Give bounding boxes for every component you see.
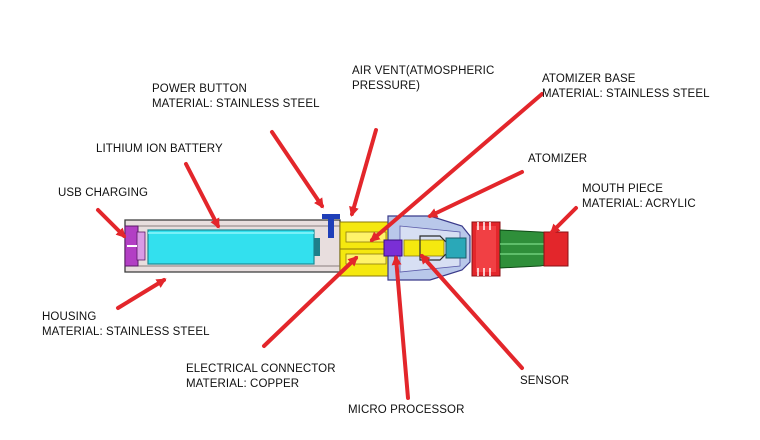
label-atomizer-base-line2: MATERIAL: STAINLESS STEEL <box>542 88 710 100</box>
label-atomizer-line1: ATOMIZER <box>528 153 588 165</box>
label-micro-processor: MICRO PROCESSOR <box>348 403 465 418</box>
label-mouth-piece: MOUTH PIECE MATERIAL: ACRYLIC <box>582 182 696 212</box>
label-power-button-line1: POWER BUTTON <box>152 83 247 95</box>
arrow-housing <box>116 278 167 310</box>
label-usb-charging: USB CHARGING <box>58 186 148 201</box>
label-atomizer-base: ATOMIZER BASE MATERIAL: STAINLESS STEEL <box>542 72 710 102</box>
label-electrical-connector: ELECTRICAL CONNECTOR MATERIAL: COPPER <box>186 362 336 392</box>
lithium-ion-battery <box>147 229 315 265</box>
label-power-button-line2: MATERIAL: STAINLESS STEEL <box>152 98 320 110</box>
label-atomizer: ATOMIZER <box>528 152 587 167</box>
usb-charging-port <box>124 225 146 267</box>
label-electrical-connector-line2: MATERIAL: COPPER <box>186 378 300 390</box>
label-micro-processor-line1: MICRO PROCESSOR <box>348 404 465 416</box>
label-electrical-connector-line1: ELECTRICAL CONNECTOR <box>186 363 336 375</box>
label-housing-line1: HOUSING <box>42 311 97 323</box>
arrow-lithium-battery <box>184 162 220 229</box>
arrow-atomizer <box>427 170 524 218</box>
arrow-electrical-connector <box>262 255 359 348</box>
pointer-arrows <box>96 92 578 400</box>
label-lithium-battery-line1: LITHIUM ION BATTERY <box>96 143 223 155</box>
arrow-power-button <box>270 130 324 209</box>
arrow-micro-processor <box>391 255 410 400</box>
label-sensor-line1: SENSOR <box>520 375 570 387</box>
label-air-vent-line1: AIR VENT(ATMOSPHERIC <box>352 65 495 77</box>
label-air-vent-line2: PRESSURE) <box>352 80 420 92</box>
arrow-usb-charging <box>96 208 127 239</box>
label-sensor: SENSOR <box>520 374 569 389</box>
label-atomizer-base-line1: ATOMIZER BASE <box>542 73 636 85</box>
micro-processor <box>383 239 403 257</box>
label-usb-charging-line1: USB CHARGING <box>58 187 149 199</box>
arrow-air-vent <box>349 128 378 217</box>
label-lithium-battery: LITHIUM ION BATTERY <box>96 142 223 157</box>
label-mouth-piece-line1: MOUTH PIECE <box>582 183 663 195</box>
device-body <box>124 214 569 281</box>
label-housing-line2: MATERIAL: STAINLESS STEEL <box>42 326 210 338</box>
arrow-mouth-piece <box>549 206 578 235</box>
label-power-button: POWER BUTTON MATERIAL: STAINLESS STEEL <box>152 82 320 112</box>
label-mouth-piece-line2: MATERIAL: ACRYLIC <box>582 198 696 210</box>
label-air-vent: AIR VENT(ATMOSPHERIC PRESSURE) <box>352 64 494 94</box>
label-housing: HOUSING MATERIAL: STAINLESS STEEL <box>42 310 210 340</box>
atomizer <box>403 235 467 261</box>
mouth-piece <box>471 221 569 277</box>
power-button <box>322 214 340 238</box>
arrow-atomizer-base <box>369 92 544 242</box>
arrow-sensor <box>420 253 524 370</box>
